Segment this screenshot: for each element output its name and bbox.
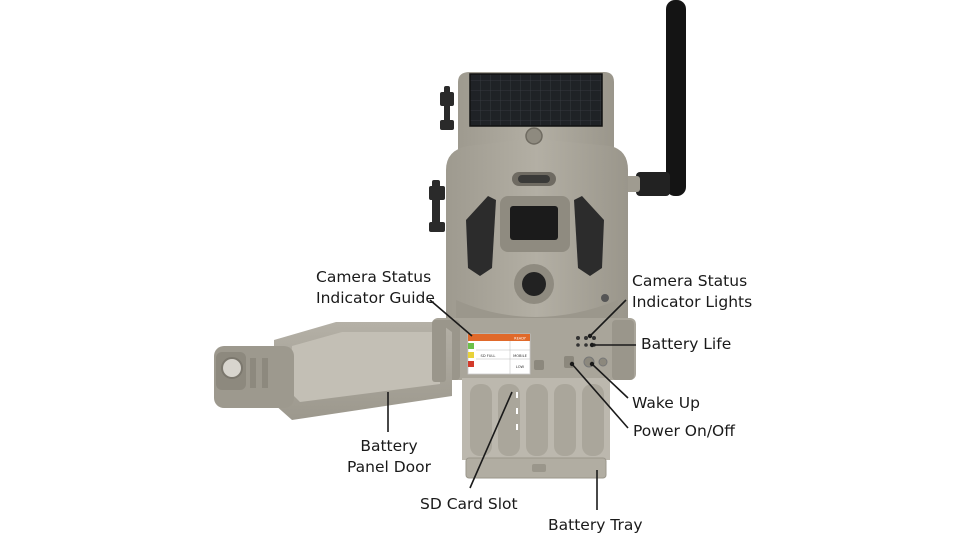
label-line: Camera Status <box>632 272 748 290</box>
battery-panel-door <box>214 320 452 420</box>
label-line: Indicator Lights <box>632 293 753 311</box>
leader-indicator-guide <box>429 299 473 337</box>
label-line: Camera Status <box>316 268 432 286</box>
camera-body <box>446 127 628 322</box>
label-power-on-off: Power On/Off <box>633 421 735 442</box>
leader-power <box>571 363 629 429</box>
label-text: Battery Life <box>641 335 732 353</box>
leader-indicator-lights <box>589 299 627 337</box>
leader-sd-card <box>469 391 513 489</box>
label-line: Indicator Guide <box>316 289 435 307</box>
label-camera-status-indicator-lights: Camera Status Indicator Lights <box>632 271 752 313</box>
label-text: Power On/Off <box>633 422 735 440</box>
label-text: SD Card Slot <box>420 495 518 513</box>
side-knobs <box>429 86 454 232</box>
label-text: Battery Tray <box>548 516 643 534</box>
label-line: Battery <box>360 437 418 455</box>
label-wake-up: Wake Up <box>632 393 700 414</box>
sticker-row-1-right: MOBILE <box>513 354 527 358</box>
label-line: Panel Door <box>346 458 432 476</box>
antenna <box>620 0 686 196</box>
sticker-row-1-left: SD FULL <box>481 354 496 358</box>
battery-tray <box>462 378 610 479</box>
solar-panel <box>458 72 614 152</box>
label-camera-status-indicator-guide: Camera Status Indicator Guide <box>316 267 435 309</box>
label-sd-card-slot: SD Card Slot <box>420 494 518 515</box>
label-battery-life: Battery Life <box>641 334 731 355</box>
sticker-row-2-right: LOW <box>516 365 525 369</box>
label-battery-panel-door: Battery Panel Door <box>340 436 438 478</box>
leader-wake-up <box>591 363 629 399</box>
sticker-corner-text: READY <box>514 337 527 341</box>
leader-lines <box>387 299 636 510</box>
label-text: Wake Up <box>632 394 700 412</box>
label-battery-tray: Battery Tray <box>548 515 643 536</box>
